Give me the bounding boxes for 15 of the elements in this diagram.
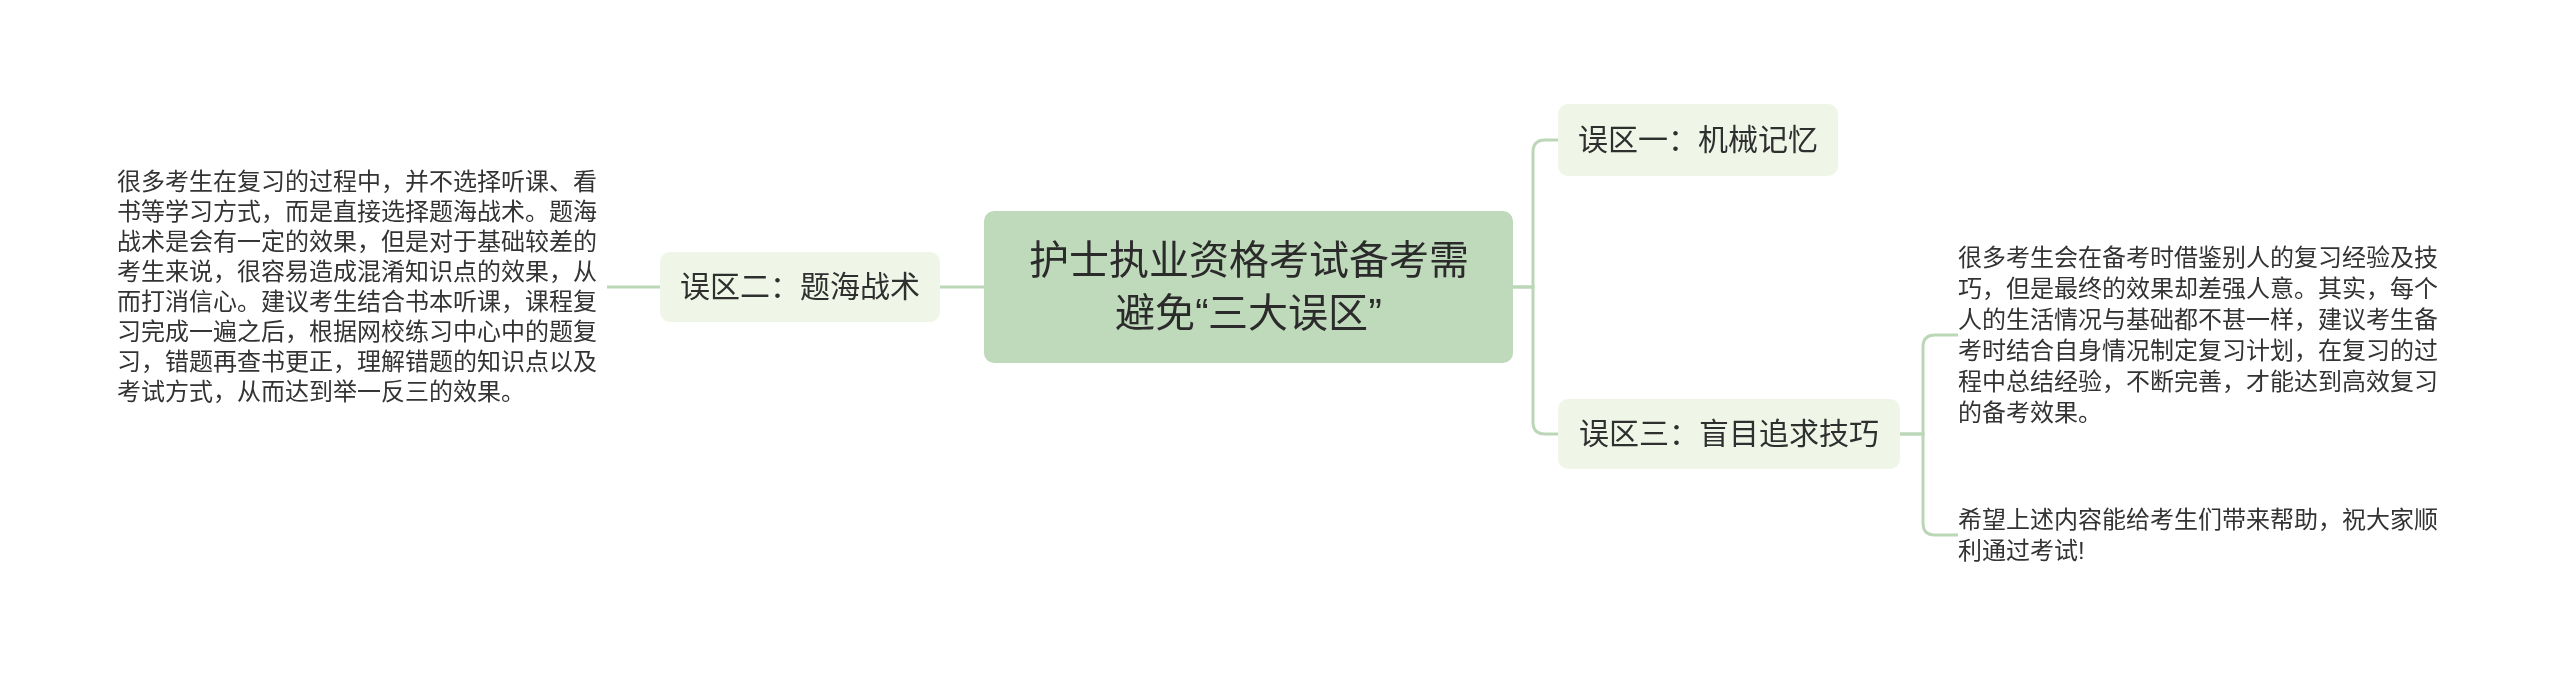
note-text: 很多考生会在备考时借鉴别人的复习经验及技巧，但是最终的效果却差强人意。其实，每个人的生活情况与基础都不甚一样，建议考生备考时结合自身情况制定复习计划，在复习的过程中总结经验，不断完善，才能达到高效复习的备考效果。 <box>1958 242 2448 428</box>
subtopic-label: 误区三：盲目追求技巧 <box>1579 416 1879 452</box>
connector-line <box>1900 432 1958 537</box>
topic-label: 护士执业资格考试备考需避免“三大误区” <box>1027 237 1470 337</box>
connector-line <box>607 285 660 289</box>
connector-line <box>1513 285 1558 436</box>
connector-line <box>940 285 984 289</box>
subtopic-box <box>660 252 940 322</box>
topic-box <box>984 211 1513 363</box>
subtopic-box <box>1558 104 1838 176</box>
note-text: 希望上述内容能给考生们带来帮助，祝大家顺利通过考试! <box>1958 504 2448 566</box>
note-text: 很多考生在复习的过程中，并不选择听课、看书等学习方式，而是直接选择题海战术。题海战术是会有一定的效果，但是对于基础较差的考生来说，很容易造成混淆知识点的效果，从而打消信心。建议考生结合书本听课，课程复习完成一遍之后，根据网校练习中心中的题复习，错题再查书更正，理解错题的知识点以及考试方式，从而达到举一反三的效果。 <box>117 167 607 407</box>
subtopic-label: 误区二：题海战术 <box>680 269 920 305</box>
subtopic-box <box>1558 399 1900 469</box>
subtopic-label: 误区一：机械记忆 <box>1578 122 1818 158</box>
